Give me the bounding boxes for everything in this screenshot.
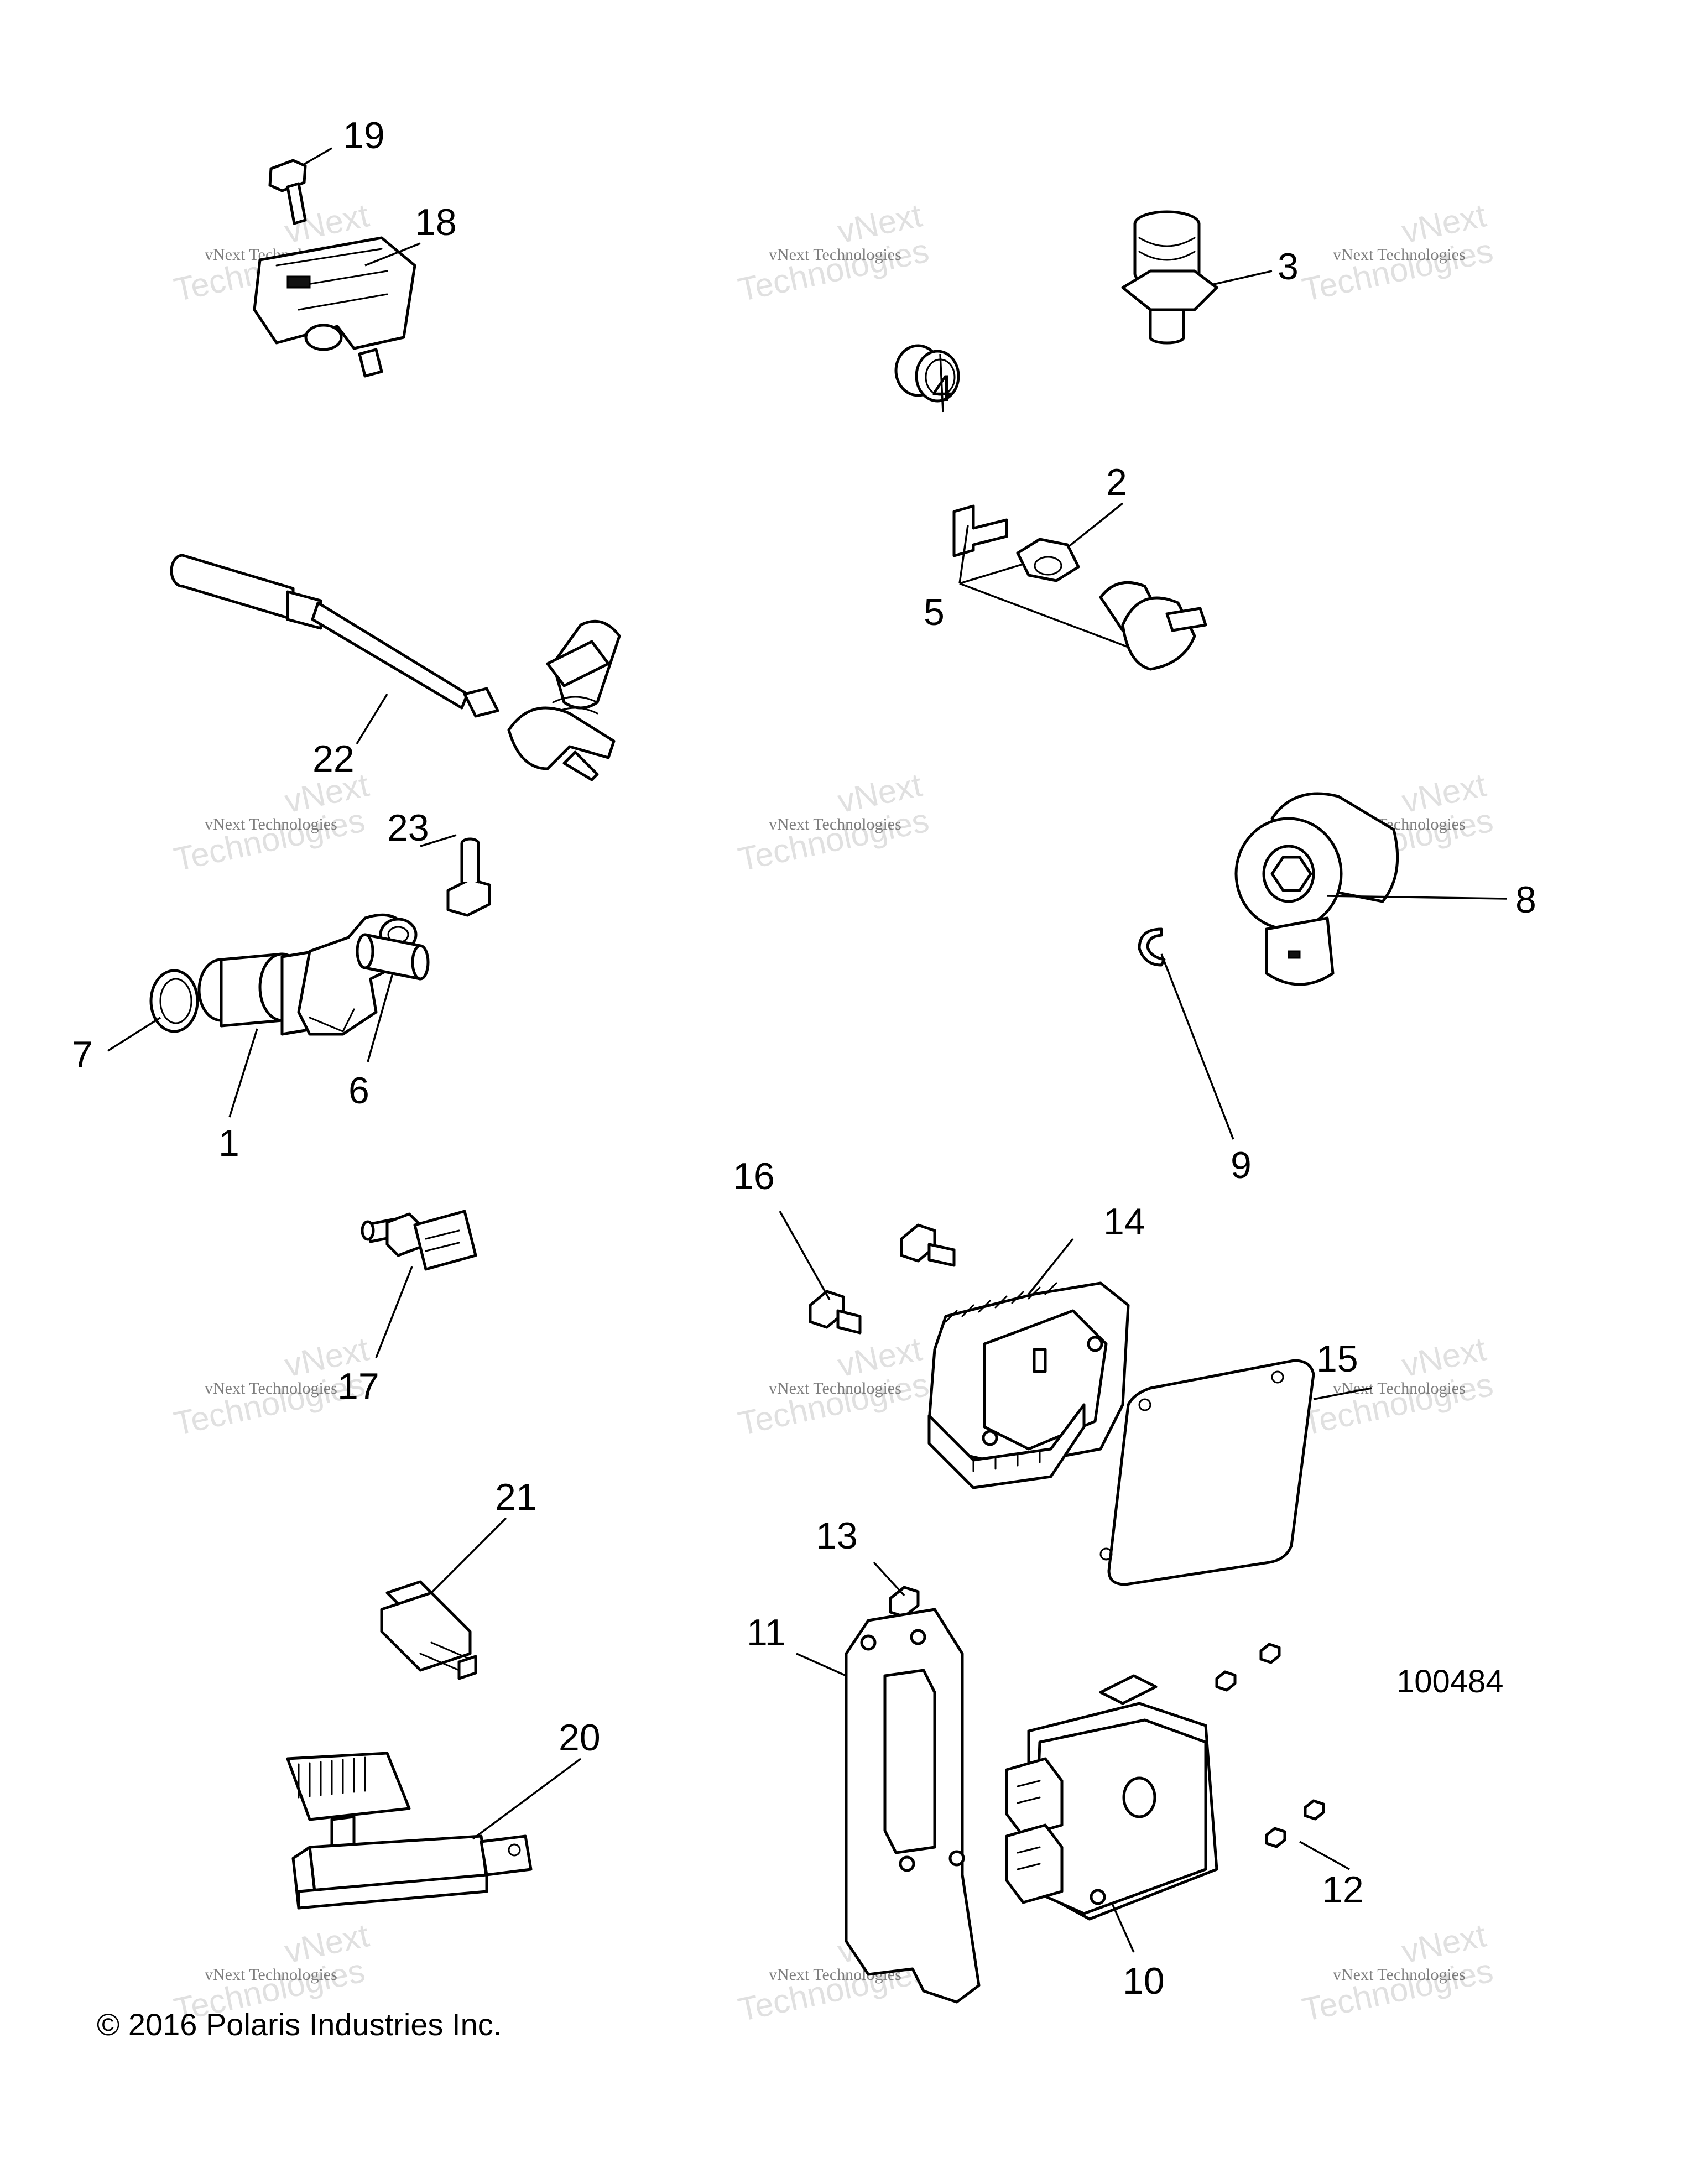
callout-16: 16 [733, 1155, 775, 1197]
part-8-knock-sensor [1234, 792, 1399, 986]
part-10-ecu [1005, 1674, 1218, 1921]
svg-text:vNext Technologies: vNext Technologies [769, 1379, 901, 1398]
part-12-screw-3 [1304, 1799, 1325, 1821]
callout-10: 10 [1123, 1960, 1165, 2002]
callout-1: 1 [218, 1122, 239, 1164]
callout-5: 5 [924, 591, 945, 633]
callout-3: 3 [1278, 246, 1299, 288]
svg-text:Technologies: Technologies [171, 801, 368, 878]
callouts: 1 2 3 4 5 6 7 8 9 10 11 12 13 14 15 16 1… [72, 114, 1536, 2002]
part-11-bracket [845, 1608, 981, 2004]
part-5-tab [952, 504, 1008, 557]
part-16-screw-2 [900, 1223, 956, 1267]
svg-text:vNext Technologies: vNext Technologies [205, 815, 337, 833]
callout-6: 6 [348, 1070, 369, 1112]
part-21-switch [380, 1580, 477, 1680]
callout-14: 14 [1103, 1201, 1145, 1243]
callout-15: 15 [1316, 1338, 1358, 1380]
callout-9: 9 [1231, 1144, 1252, 1186]
svg-text:vNext Technologies: vNext Technologies [769, 246, 901, 264]
part-13-screw [889, 1586, 920, 1618]
watermark: vNext Technologies vNext Technologies [1299, 1916, 1497, 2028]
svg-text:vNext Technologies: vNext Technologies [205, 1379, 337, 1398]
svg-text:vNext Technologies: vNext Technologies [205, 1966, 337, 1984]
svg-text:vNext Technologies: vNext Technologies [1333, 1379, 1466, 1398]
part-12-screw-4 [1265, 1827, 1286, 1848]
part-3-pressure-switch [1121, 210, 1218, 345]
svg-text:vNext Technologies: vNext Technologies [1333, 246, 1466, 264]
svg-text:Technologies: Technologies [735, 1365, 932, 1442]
watermark: vNext Technologies vNext Technologies [735, 1330, 932, 1442]
part-17-temp-sensor [361, 1210, 477, 1271]
part-23-bolt [446, 837, 491, 917]
svg-text:vNext Technologies: vNext Technologies [769, 815, 901, 833]
part-19-bolt [268, 159, 307, 225]
leader-lines [107, 147, 1508, 1953]
callout-4: 4 [932, 367, 953, 409]
callout-11: 11 [747, 1612, 786, 1654]
copyright-notice: © 2016 Polaris Industries Inc. [97, 2007, 502, 2042]
watermark: vNext Technologies vNext Technologies [171, 766, 372, 878]
part-22-speed-sensor [170, 554, 621, 781]
callout-23: 23 [387, 807, 429, 849]
part-14-housing [927, 1281, 1130, 1489]
part-1-cam-sensor [197, 913, 418, 1036]
part-16-screw [809, 1290, 862, 1335]
part-5-sensor [1099, 581, 1207, 671]
part-7-o-ring [149, 969, 199, 1033]
part-18-map-sensor [253, 236, 416, 378]
part-2-nut [1016, 538, 1080, 582]
part-12-screw [1259, 1643, 1281, 1664]
watermark: vNext Technologies vNext Technologies [735, 766, 932, 878]
part-6-pin [356, 933, 430, 981]
part-12-screw-2 [1215, 1670, 1237, 1692]
svg-text:vNext Technologies: vNext Technologies [1333, 1966, 1466, 1984]
watermark: vNext Technologies vNext Technologies [735, 196, 932, 308]
callout-13: 13 [816, 1515, 858, 1557]
part-4-plug [894, 344, 960, 403]
callout-7: 7 [72, 1034, 93, 1076]
svg-text:Technologies: Technologies [735, 232, 932, 308]
callout-2: 2 [1106, 461, 1127, 503]
svg-text:Technologies: Technologies [1299, 1952, 1497, 2028]
svg-text:Technologies: Technologies [1299, 232, 1497, 308]
part-20-connector [286, 1752, 533, 1910]
callout-8: 8 [1515, 879, 1536, 921]
svg-text:Technologies: Technologies [735, 801, 932, 878]
callout-20: 20 [559, 1717, 601, 1759]
part-15-gasket [1099, 1359, 1315, 1586]
reference-number: 100484 [1396, 1664, 1504, 1700]
callout-21: 21 [495, 1476, 537, 1518]
callout-12: 12 [1322, 1869, 1364, 1911]
callout-18: 18 [415, 201, 457, 243]
callout-17: 17 [337, 1365, 379, 1408]
watermark: vNext Technologies vNext Technologies [1299, 196, 1497, 308]
callout-19: 19 [343, 114, 385, 157]
callout-22: 22 [312, 738, 355, 780]
part-9-clip [1138, 927, 1166, 967]
